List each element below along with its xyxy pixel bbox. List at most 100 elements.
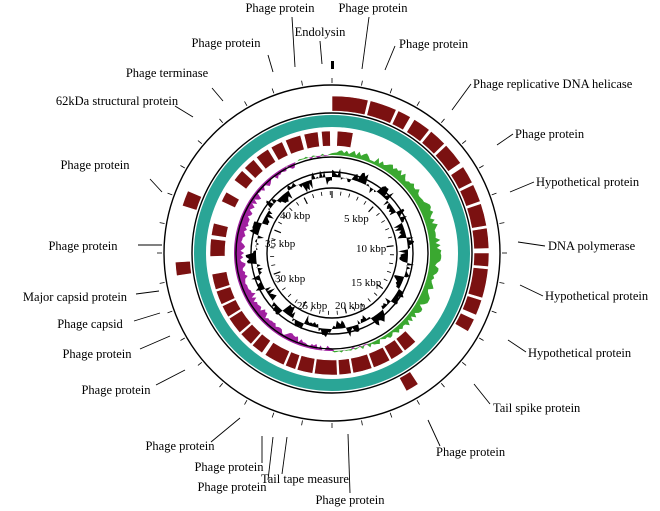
gene-block-outer [473, 252, 490, 268]
annotation-leader-line [319, 40, 323, 65]
gene-block-inner [233, 170, 254, 190]
scale-tick [294, 299, 298, 303]
scale-tick [368, 206, 374, 213]
gene-block-outer [434, 144, 462, 172]
gene-track-group [174, 95, 490, 392]
annotation-leader-line [135, 290, 160, 295]
outer-tick [479, 165, 484, 169]
annotation-label: Tail spike protein [493, 401, 581, 415]
annotation-label: Phage protein [145, 439, 215, 453]
scale-tick [356, 196, 359, 201]
annotation-label: Phage protein [399, 37, 469, 51]
scale-tick [353, 306, 356, 311]
scale-label: 10 kbp [356, 243, 387, 255]
scale-label: 25 kbp [297, 300, 328, 312]
scale-tick [283, 214, 287, 218]
gene-block-inner [209, 238, 227, 257]
outer-tick [416, 101, 420, 106]
gene-block-outer [391, 110, 411, 131]
annotation-leader-line [496, 133, 514, 146]
scale-tick [387, 236, 392, 239]
outer-tick [461, 140, 467, 145]
ring-outline-inner [266, 187, 398, 319]
annotation-label: Endolysin [295, 25, 346, 39]
scale-tick [383, 278, 388, 282]
annotation-leader-line [507, 339, 527, 353]
annotation-leader-line [174, 105, 194, 118]
annotation-leader-line [451, 83, 472, 111]
gene-block-inner [270, 141, 289, 161]
gene-block-outer [454, 312, 475, 332]
annotation-leader-line [509, 181, 535, 193]
outer-tick [167, 310, 173, 314]
gene-block-inner [251, 333, 272, 354]
gene-block-inner [221, 299, 242, 318]
scale-tick [376, 212, 380, 217]
outer-tick [219, 118, 224, 124]
outer-tick [159, 282, 165, 284]
annotation-leader-line [519, 284, 544, 297]
annotation-label: DNA polymerase [548, 239, 636, 253]
gene-block-outer [406, 118, 430, 143]
scale-tick [386, 245, 394, 248]
outer-tick [440, 118, 445, 124]
annotation-label: Phage protein [191, 36, 261, 50]
annotation-label: Tail tape measure [261, 472, 349, 486]
outer-tick [180, 337, 185, 341]
scale-label: 20 kbp [335, 300, 366, 312]
annotation-label: Phage protein [245, 1, 315, 15]
scale-tick [271, 238, 276, 241]
outer-tick [301, 80, 303, 86]
annotation-leader-line [155, 369, 186, 386]
gene-block-inner [255, 148, 277, 170]
annotation-label: Phage protein [515, 127, 585, 141]
annotation-leader-line [291, 16, 296, 68]
gene-block-outer [421, 130, 446, 155]
outer-tick [244, 101, 248, 106]
outer-tick [219, 382, 224, 388]
scale-label: 15 kbp [351, 277, 382, 289]
gene-block-outer [459, 184, 481, 207]
annotation-label: Phage protein [315, 493, 385, 507]
gene-block-inner [336, 130, 354, 148]
outer-tick [197, 361, 203, 366]
annotation-leader-line [139, 335, 171, 350]
outer-tick [499, 222, 505, 224]
gene-block-inner [215, 286, 236, 305]
annotation-label: Phage protein [436, 445, 506, 459]
gene-block-inner [303, 131, 320, 150]
annotation-leader-line [133, 312, 161, 322]
annotation-label: Major capsid protein [23, 290, 128, 304]
annotation-leader-line [211, 87, 224, 102]
annotation-leader-line [347, 433, 351, 494]
annotation-label: Phage protein [338, 1, 408, 15]
outer-tick [159, 222, 165, 224]
annotation-leader-line [281, 436, 288, 475]
outer-tick [197, 140, 203, 145]
scale-tick [367, 298, 371, 302]
annotation-leader-line [361, 16, 370, 70]
gene-block-outer [471, 227, 490, 250]
outer-tick [271, 88, 275, 94]
gene-block-inner [244, 159, 264, 179]
gene-block-inner [395, 330, 417, 352]
scale-tick [282, 287, 286, 291]
gene-block-outer [366, 100, 397, 124]
outer-tick [491, 192, 497, 196]
annotation-label: Hypothetical protein [536, 175, 640, 189]
scale-tick [274, 229, 282, 234]
scale-tick [287, 293, 292, 298]
gene-block-outer [331, 95, 369, 116]
scale-label: 35 kbp [265, 238, 296, 250]
outer-tick [361, 80, 363, 86]
ring-outline [191, 112, 473, 394]
gene-block-outer [466, 203, 487, 229]
scale-tick [271, 264, 276, 266]
annotation-leader-line [384, 45, 396, 71]
outer-tick [389, 88, 393, 94]
outer-tick [499, 282, 505, 284]
scale-label: 30 kbp [275, 273, 306, 285]
outer-tick [479, 337, 484, 341]
gene-block-inner [211, 271, 231, 291]
